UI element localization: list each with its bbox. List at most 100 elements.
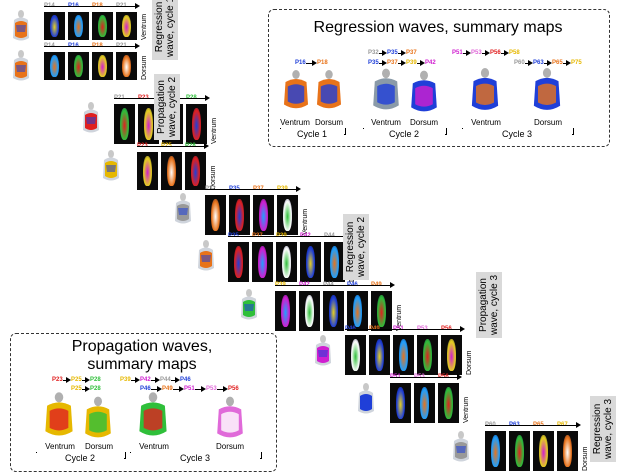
mouse-signal [210, 199, 221, 231]
mouse-image-tile [347, 291, 368, 331]
summary-arrow [398, 60, 406, 66]
mouse-image-tile [68, 12, 89, 40]
mouse-signal [257, 246, 268, 278]
mouse-signal [234, 199, 245, 231]
mouse-signal [352, 295, 363, 327]
summary-time-label: P49 [162, 386, 173, 392]
mouse-map-icon [172, 193, 194, 227]
mouse-signal [97, 54, 108, 78]
summary-arrow [195, 386, 206, 392]
summary-time-label: P65 [552, 60, 563, 66]
propagation-summary-title-1: Propagation waves, [71, 338, 213, 355]
summary-mouse-map [468, 68, 502, 114]
mouse-signal [280, 295, 291, 327]
mouse-signal [538, 435, 549, 467]
mouse-signal [305, 246, 316, 278]
mouse-signal [376, 295, 387, 327]
summary-time-label: P25 [71, 386, 82, 392]
mouse-map-icon [100, 150, 122, 184]
summary-mouse-map [281, 68, 311, 114]
summary-arrow [544, 60, 552, 66]
mouse-signal [374, 339, 385, 371]
mouse-image-tile [68, 52, 89, 80]
summary-mouse-map [82, 396, 114, 442]
summary-time-label: P37 [406, 50, 417, 56]
summary-arrow [151, 386, 162, 392]
timeline-arrow [44, 43, 140, 49]
summary-time-label: P28 [90, 386, 101, 392]
summary-mouse-map [314, 68, 344, 114]
mouse-image-tile [276, 242, 297, 282]
mouse-image-tile [345, 335, 366, 375]
summary-arrow [501, 50, 509, 56]
mouse-map-icon [80, 102, 102, 136]
summary-time-label: P35 [387, 50, 398, 56]
view-label: Ventrum [211, 117, 218, 144]
summary-arrow [463, 50, 471, 56]
mouse-signal [328, 295, 339, 327]
summary-time-label: P46 [180, 377, 191, 383]
summary-mouse-map [530, 68, 564, 114]
summary-time-label: P18 [317, 60, 328, 66]
mouse-signal [446, 339, 457, 371]
timeline-arrow [44, 3, 140, 9]
summary-arrow [82, 377, 90, 383]
cycle-label: Cycle 2 [363, 129, 445, 139]
mouse-image-tile [229, 195, 250, 235]
mouse-signal [190, 155, 201, 187]
summary-caption: Dorsum [84, 442, 113, 451]
mouse-signal [282, 199, 293, 231]
summary-arrow [131, 377, 140, 383]
summary-time-label: P46 [140, 386, 151, 392]
summary-arrow [82, 386, 90, 392]
mouse-image-tile [114, 104, 135, 144]
summary-arrow [563, 60, 571, 66]
mouse-signal [73, 54, 84, 78]
mouse-signal [490, 435, 501, 467]
summary-time-label: P51 [184, 386, 195, 392]
mouse-image-tile [277, 195, 298, 235]
mouse-map-icon [10, 50, 32, 84]
regression-summary-box [268, 9, 610, 147]
mouse-image-tile [390, 383, 411, 423]
summary-arrow [379, 50, 387, 56]
mouse-signal [398, 339, 409, 371]
mouse-image-tile [92, 52, 113, 80]
mouse-signal [281, 246, 292, 278]
mouse-image-tile [414, 383, 435, 423]
mouse-image-tile [371, 291, 392, 331]
mouse-map-icon [355, 383, 377, 417]
view-label: Dorsum [466, 350, 473, 375]
mouse-image-tile [92, 12, 113, 40]
timeline-arrow [485, 422, 581, 428]
mouse-signal [49, 54, 60, 78]
stage-label-line: wave, cycle 3 [603, 398, 614, 459]
mouse-image-tile [205, 195, 226, 235]
summary-time-label: P39 [120, 377, 131, 383]
mouse-map-icon [450, 431, 472, 465]
stage-label-line: Regression [592, 403, 603, 455]
mouse-image-tile [441, 335, 462, 375]
mouse-signal [73, 14, 84, 38]
mouse-image-tile [557, 431, 578, 471]
summary-mouse-map [370, 68, 402, 114]
mouse-image-tile [185, 152, 206, 190]
summary-time-label: P32 [368, 50, 379, 56]
mouse-image-tile [253, 195, 274, 235]
mouse-signal [443, 387, 454, 419]
view-label: Ventrum [141, 13, 148, 40]
mouse-signal [304, 295, 315, 327]
stage-label-line: wave, cycle 2 [356, 216, 367, 277]
summary-time-label: P16 [295, 60, 306, 66]
mouse-image-tile [44, 12, 65, 40]
mouse-image-tile [116, 52, 137, 80]
summary-caption: Dorsum [409, 118, 438, 127]
view-label: Ventrum [463, 396, 470, 423]
summary-arrow [217, 386, 228, 392]
mouse-signal [119, 108, 130, 140]
timeline-arrow [205, 186, 301, 192]
summary-time-label: P42 [140, 377, 151, 383]
